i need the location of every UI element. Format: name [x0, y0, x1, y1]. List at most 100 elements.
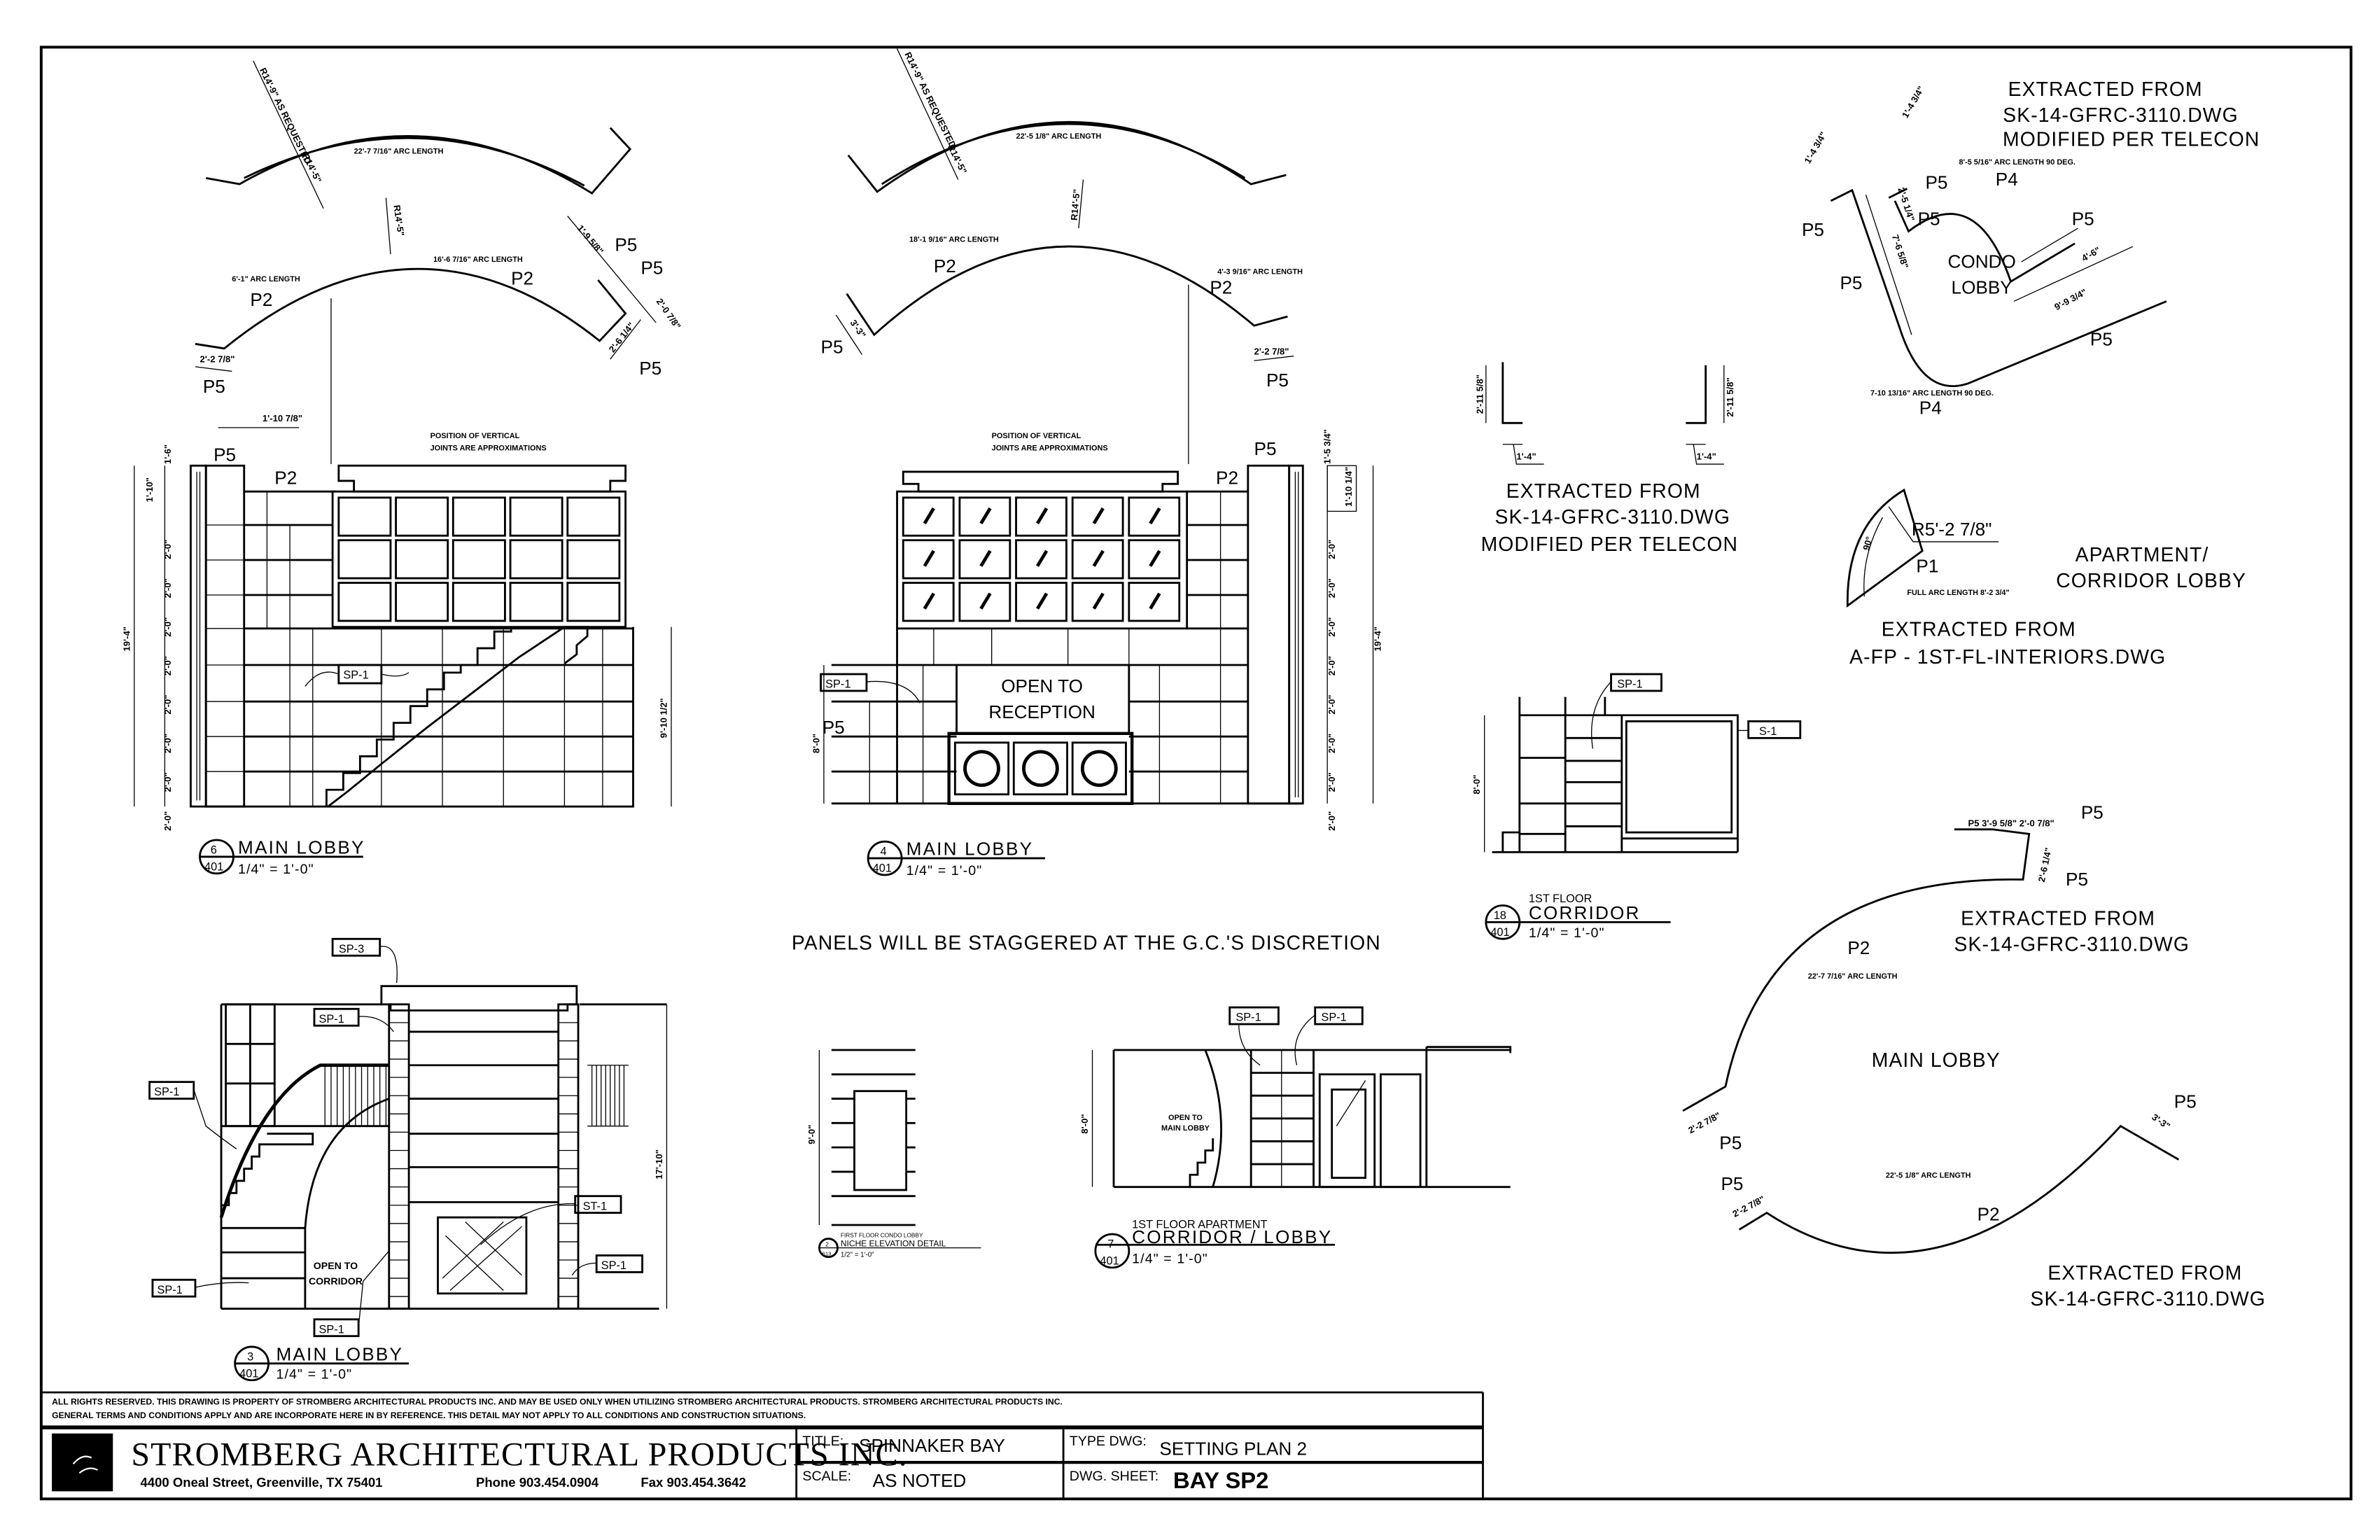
dimension: 2'-6 1/4" — [607, 321, 637, 355]
sheet-number: BAY SP2 — [1173, 1467, 1268, 1493]
panel-label: P2 — [1977, 1204, 2000, 1225]
dimension: 2'-0" — [162, 772, 173, 792]
grille-panel — [1012, 741, 1068, 796]
material-tag-sp1: SP-1 — [319, 1323, 344, 1336]
company-fax: Fax 903.454.3642 — [640, 1475, 746, 1490]
window-pane — [451, 539, 506, 580]
elevation-4-main-lobby: POSITION OF VERTICAL JOINTS ARE APPROXIM… — [811, 429, 1382, 878]
panel-label: P2 — [1847, 937, 1870, 958]
glass-hatch — [1092, 550, 1105, 567]
drawing-subtitle: 1ST FLOOR APARTMENT — [1132, 1218, 1267, 1231]
window-pane — [1071, 496, 1124, 537]
drawing-scale: 1/4" = 1'-0" — [276, 1367, 352, 1382]
glass-hatch — [1092, 592, 1105, 610]
note: POSITION OF VERTICAL — [430, 432, 520, 440]
material-tag-sp1: SP-1 — [319, 1013, 344, 1026]
dimension: 9'-9 3/4" — [2052, 286, 2088, 312]
source-note: EXTRACTED FROM — [2047, 1261, 2242, 1284]
drawing-scale: 1/2" = 1'-0" — [841, 1252, 874, 1259]
dimension: 2'-0" — [1326, 617, 1337, 637]
rosette-ornament — [1022, 750, 1059, 788]
window-pane — [337, 496, 392, 537]
window-pane — [1128, 582, 1181, 622]
window-pane — [902, 582, 955, 622]
panel-label: P5 — [2081, 802, 2104, 823]
dimension: 8'-0" — [1079, 1114, 1090, 1133]
dimension: 2'-11 5/8" — [1474, 374, 1485, 414]
window-pane — [566, 582, 621, 622]
window-pane — [337, 539, 392, 580]
scale-value: AS NOTED — [873, 1470, 967, 1491]
panel-label: P5 — [1719, 1132, 1742, 1153]
detail-number: 4 — [881, 846, 887, 858]
room-label: MAIN LOBBY — [1872, 1049, 2001, 1071]
dimension: 2'-6 1/4" — [2036, 847, 2054, 883]
source-note: EXTRACTED FROM — [2008, 78, 2203, 100]
returns-detail: 2'-11 5/8" 1'-4" 2'-11 5/8" 1'-4" EXTRAC… — [1474, 362, 1737, 555]
radius-label: R14'-5" — [391, 204, 406, 237]
dimension: 2'-2 7/8" — [200, 354, 235, 364]
apartment-corridor-plan: R5'-2 7/8" 90° P1 FULL ARC LENGTH 8'-2 3… — [1846, 488, 2246, 668]
dimension: 9'-0" — [806, 1125, 817, 1144]
panel-label: P2 — [250, 289, 272, 310]
dimension: P5 3'-9 5/8" 2'-0 7/8" — [1968, 818, 2054, 828]
window-pane — [958, 539, 1011, 580]
panel-label: P5 — [1926, 172, 1948, 193]
dimension: 1'-4" — [1516, 451, 1536, 462]
window-pane — [1128, 496, 1181, 537]
drawing-title: MAIN LOBBY — [276, 1344, 403, 1365]
plan-top-mid: R14'-9" AS REQUESTED R14'-5" 22'-5 1/8" … — [821, 48, 1303, 465]
glass-hatch — [1092, 507, 1105, 525]
glass-hatch — [923, 550, 935, 567]
drawing-scale: 1/4" = 1'-0" — [906, 863, 983, 878]
arc-length-label: 18'-1 9/16" ARC LENGTH — [909, 236, 999, 244]
panel-label: P5 — [1721, 1173, 1743, 1194]
window-pane — [1015, 539, 1068, 580]
glass-hatch — [1149, 507, 1161, 525]
panel-label: P5 — [1840, 272, 1862, 293]
panel-label: P5 — [822, 717, 845, 738]
dimension: 1'-6" — [162, 444, 173, 464]
drawing-subtitle: 1ST FLOOR — [1529, 892, 1592, 905]
panel-label: P5 — [1918, 209, 1940, 230]
drawing-scale: 1/4" = 1'-0" — [238, 862, 314, 877]
arc-length-label: 6'-1" ARC LENGTH — [232, 275, 300, 284]
source-note: SK-14-GFRC-3110.DWG — [1494, 505, 1730, 528]
company-logo — [52, 1433, 113, 1492]
dimension: 1'-4" — [1697, 451, 1716, 462]
general-note: PANELS WILL BE STAGGERED AT THE G.C.'S D… — [792, 932, 1381, 954]
window-pane — [451, 582, 506, 622]
material-tag-sp1: SP-1 — [1321, 1011, 1346, 1024]
detail-number: 2 — [825, 1240, 829, 1247]
arc-length-label: 22'-7 7/16" ARC LENGTH — [354, 148, 444, 156]
dimension: 1'-9 5/8" — [575, 223, 606, 256]
type-label: TYPE DWG: — [1070, 1434, 1147, 1449]
material-tag-sp1: SP-1 — [601, 1259, 626, 1272]
panel-label: P5 — [2090, 329, 2113, 350]
window-pane — [509, 539, 564, 580]
glass-hatch — [1149, 550, 1161, 567]
upper-radius-label: R14'-9" AS REQUESTED — [258, 66, 314, 165]
angle-label: 90° — [1861, 536, 1875, 552]
drawing-title: CORRIDOR — [1529, 902, 1641, 923]
note: POSITION OF VERTICAL — [992, 432, 1082, 440]
title-label: TITLE: — [802, 1434, 844, 1449]
drawing-type: SETTING PLAN 2 — [1159, 1438, 1307, 1459]
rosette-ornament — [963, 750, 1000, 788]
dimension: 9'-10 1/2" — [658, 698, 668, 738]
arc-length-label: 8'-5 5/16" ARC LENGTH 90 DEG. — [1959, 158, 2075, 167]
room-label: CORRIDOR LOBBY — [2056, 569, 2246, 592]
panel-label: P2 — [511, 268, 533, 289]
dimension: 2'-0" — [1326, 695, 1337, 715]
dimension: 8'-0" — [811, 734, 821, 753]
opening-label: OPEN TO — [1168, 1114, 1203, 1122]
material-tag-sp1: SP-1 — [154, 1086, 179, 1098]
elevation-18-corridor: SP-1 S-1 8'-0" 18 401 1ST FLOOR CORRIDOR… — [1471, 673, 1802, 941]
sheet-label: DWG. SHEET: — [1070, 1469, 1158, 1484]
window-pane — [566, 496, 621, 537]
arc-length-label: 16'-6 7/16" ARC LENGTH — [433, 255, 523, 264]
dimension: 2'-2 7/8" — [1254, 346, 1289, 357]
panel-label: P5 — [2066, 869, 2088, 890]
arc-length-label: FULL ARC LENGTH 8'-2 3/4" — [1907, 589, 2009, 597]
source-note: EXTRACTED FROM — [1506, 479, 1701, 502]
